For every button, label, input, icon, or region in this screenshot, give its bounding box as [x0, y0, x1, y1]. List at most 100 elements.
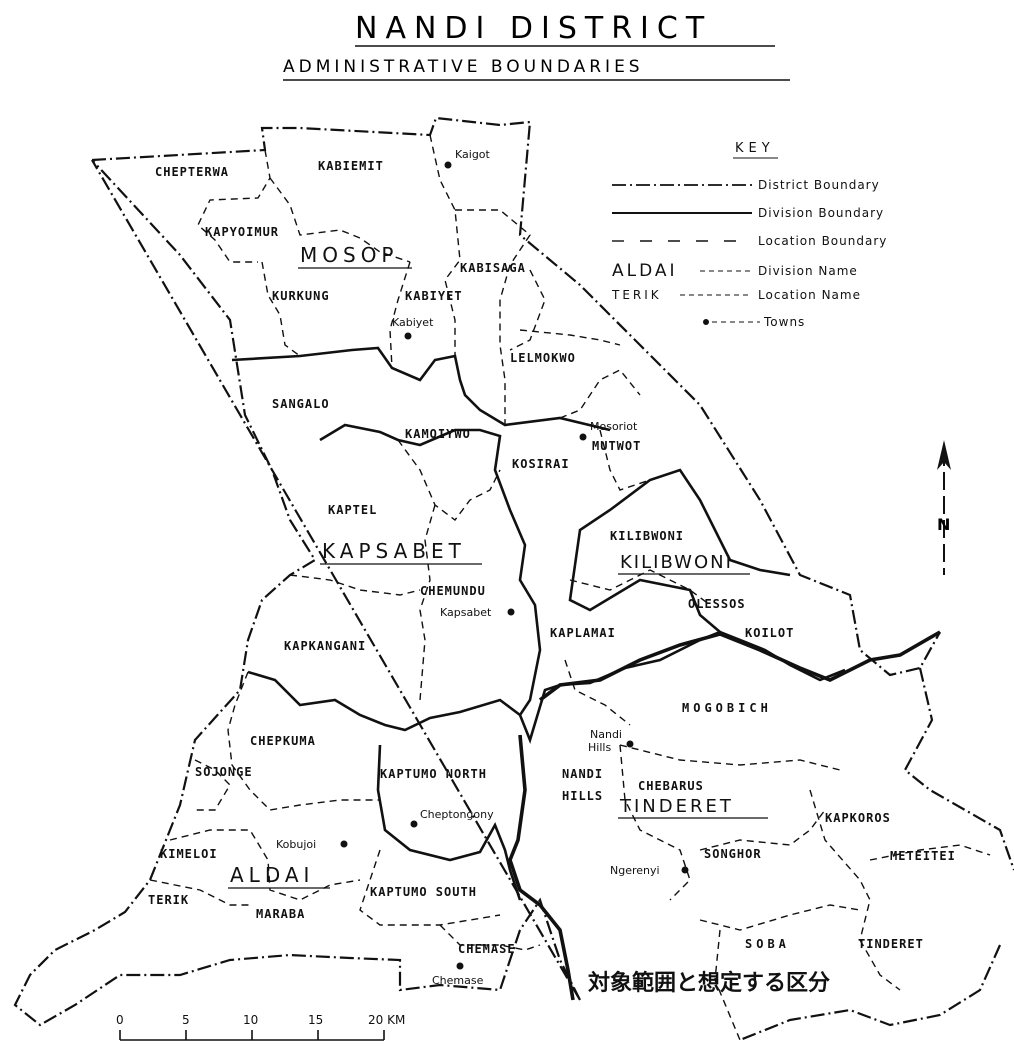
key-towns-label: Towns [763, 315, 805, 329]
location-boundary [397, 439, 501, 521]
town-dot [444, 161, 452, 169]
location-label: MUTWOT [592, 439, 641, 453]
location-label: METEITEI [890, 849, 956, 863]
key-location-label: Location Boundary [758, 234, 887, 248]
town-dot [340, 840, 348, 848]
scale-tick-label: 5 [182, 1013, 190, 1027]
location-label: KAMOIYWO [405, 427, 471, 441]
map-title: NANDI DISTRICT [355, 11, 712, 46]
location-label: CHEPTERWA [155, 165, 229, 179]
location-boundary [519, 329, 621, 346]
location-boundary [619, 744, 841, 771]
town-dot [404, 332, 412, 340]
location-label: KILIBWONI [610, 529, 684, 543]
location-boundary [559, 369, 641, 419]
division-boundary [568, 564, 721, 633]
division-label-aldai: ALDAI [230, 863, 314, 887]
town-label: Mosoriot [590, 420, 638, 433]
location-boundary [569, 569, 711, 606]
location-boundary [714, 929, 741, 1041]
location-boundary [149, 879, 250, 906]
location-boundary [509, 269, 546, 351]
location-boundary [289, 574, 421, 596]
location-label: KURKUNG [272, 289, 330, 303]
map-key: KEY District Boundary Division Boundary … [611, 141, 887, 329]
thick-boundary [508, 734, 575, 1001]
town-dot [579, 433, 587, 441]
location-label: MARABA [256, 907, 305, 921]
town-label: Kapsabet [440, 606, 492, 619]
location-boundary [599, 429, 651, 491]
map-subtitle: ADMINISTRATIVE BOUNDARIES [283, 57, 644, 77]
north-arrow: N [937, 440, 951, 575]
location-label: MOGOBICH [682, 701, 772, 715]
thick-boundary [538, 630, 941, 702]
location-label: SOJONGE [195, 765, 253, 779]
town-label: Nandi [590, 728, 622, 741]
location-boundary [699, 904, 861, 931]
location-label: KABISAGA [460, 261, 526, 275]
town-dot [626, 740, 634, 748]
scale-tick-label: 10 [243, 1013, 258, 1027]
location-label: CHEPKUMA [250, 734, 316, 748]
scale-bar: 0 5 10 15 20 KM [116, 1013, 405, 1041]
town-label: Kobujoi [276, 838, 316, 851]
town-label: Kabiyet [392, 316, 434, 329]
town-dot [507, 608, 515, 616]
location-label: TINDERET [858, 937, 924, 951]
location-boundary [194, 759, 231, 811]
location-boundary [261, 261, 301, 357]
location-label: KIMELOI [160, 847, 218, 861]
town-label: Kaigot [455, 148, 491, 161]
location-boundary [564, 659, 631, 726]
location-label: LELMOKWO [510, 351, 576, 365]
division-label-kilibwoni: KILIBWONI [620, 552, 733, 573]
location-label-hills: HILLS [562, 789, 603, 803]
key-town-dot [703, 319, 709, 325]
location-boundary [429, 134, 461, 356]
location-boundary [439, 924, 541, 951]
division-label-mosop: MOSOP [300, 243, 399, 267]
division-boundary [231, 346, 611, 432]
key-division-sample-name: ALDAI [612, 261, 678, 281]
key-division-label: Division Boundary [758, 206, 884, 220]
division-label-kapsabet: KAPSABET [322, 539, 466, 563]
division-boundary [376, 744, 522, 901]
town-dot [681, 866, 689, 874]
location-label: CHEBARUS [638, 779, 704, 793]
location-label: KAPYOIMUR [205, 225, 279, 239]
location-label: KAPKOROS [825, 811, 891, 825]
town-label: Hills [588, 741, 611, 754]
location-label: CHEMUNDU [420, 584, 486, 598]
key-location-name-label: Location Name [758, 288, 861, 302]
location-boundary [197, 149, 271, 263]
key-district-label: District Boundary [758, 178, 880, 192]
division-boundary [573, 468, 791, 577]
division-boundary [247, 670, 521, 732]
town-dot [456, 962, 464, 970]
town-label: Cheptongony [420, 808, 494, 821]
location-label: KAPTUMO SOUTH [370, 885, 477, 899]
district-boundary [13, 116, 1014, 1042]
location-boundary [859, 939, 901, 991]
location-label: TERIK [148, 893, 189, 907]
scope-annotation: 対象範囲と想定する区分 [588, 970, 830, 996]
location-label: SOBA [745, 937, 790, 951]
location-label: KAPTUMO NORTH [380, 767, 487, 781]
scale-tick-label: 15 [308, 1013, 323, 1027]
key-location-sample-name: TERIK [611, 288, 662, 302]
location-label: KOILOT [745, 626, 794, 640]
scale-tick-label: 20 KM [368, 1013, 405, 1027]
location-boundary [699, 809, 826, 851]
scale-tick-label: 0 [116, 1013, 124, 1027]
location-label: KABIEMIT [318, 159, 384, 173]
location-boundary [619, 744, 691, 901]
north-label: N [937, 515, 950, 534]
location-boundary [455, 209, 531, 425]
location-label: KAPLAMAI [550, 626, 616, 640]
town-label: Chemase [432, 974, 484, 987]
key-heading: KEY [735, 141, 775, 156]
location-label: KAPTEL [328, 503, 377, 517]
location-boundary [389, 261, 411, 369]
location-label: CHEMASE [458, 942, 516, 956]
